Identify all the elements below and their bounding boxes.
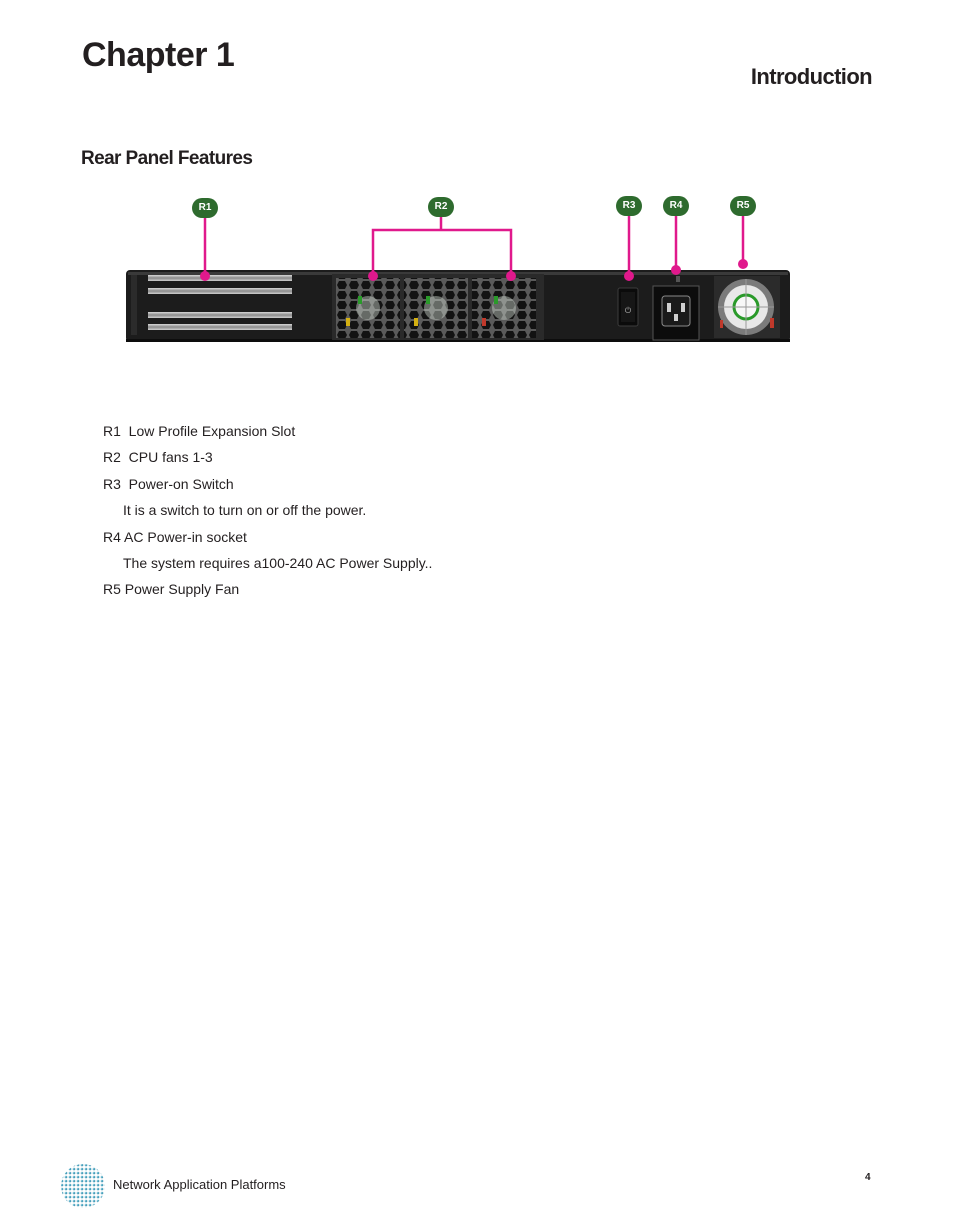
chapter-title: Chapter 1 (82, 36, 235, 74)
callout-dot-r3 (624, 271, 634, 281)
callout-r1: R1 (192, 198, 218, 218)
expansion-slot-covers (131, 275, 292, 335)
legend-item-r5: R5 Power Supply Fan (103, 581, 240, 598)
ac-power-socket (652, 276, 700, 341)
footer-brand: Network Application Platforms (113, 1177, 286, 1192)
callout-dot-r2b (506, 271, 516, 281)
legend-item-r3: R3 Power-on Switch (103, 475, 234, 492)
power-switch: ⏻ (617, 287, 639, 327)
legend-item-r1: R1 Low Profile Expansion Slot (103, 423, 296, 439)
section-heading: Introduction (750, 64, 873, 89)
callout-dot-r5 (738, 259, 748, 269)
rear-panel-illustration: ⏻ (126, 216, 790, 342)
callout-dot-r4 (671, 265, 681, 275)
callout-dot-r1 (200, 271, 210, 281)
leader-bracket-r2 (371, 228, 513, 276)
page-number: 4 (865, 1172, 871, 1183)
callout-dot-r2a (368, 271, 378, 281)
power-supply-fan (714, 276, 780, 338)
legend-desc-r3: It is a switch to turn on or off the pow… (123, 502, 367, 519)
callout-r4: R4 (663, 196, 689, 216)
subsection-heading: Rear Panel Features (81, 148, 253, 169)
power-icon: ⏻ (625, 306, 632, 315)
legend-item-r4: R4 AC Power-in socket (103, 528, 247, 545)
callout-r5: R5 (730, 196, 756, 216)
legend-item-r2: R2 CPU fans 1-3 (103, 449, 213, 466)
callout-r3: R3 (616, 196, 642, 216)
callout-r2: R2 (428, 197, 454, 217)
legend-desc-r4: The system requires a100-240 AC Power Su… (123, 555, 433, 572)
callout-leader-lines (203, 216, 745, 276)
feature-legend: R1 Low Profile Expansion Slot R2 CPU fan… (103, 418, 432, 603)
rear-panel-figure: ⏻ (0, 0, 954, 360)
globe-logo-icon (61, 1164, 105, 1208)
cpu-fan-grilles (332, 274, 544, 340)
callout-dots (200, 259, 748, 281)
